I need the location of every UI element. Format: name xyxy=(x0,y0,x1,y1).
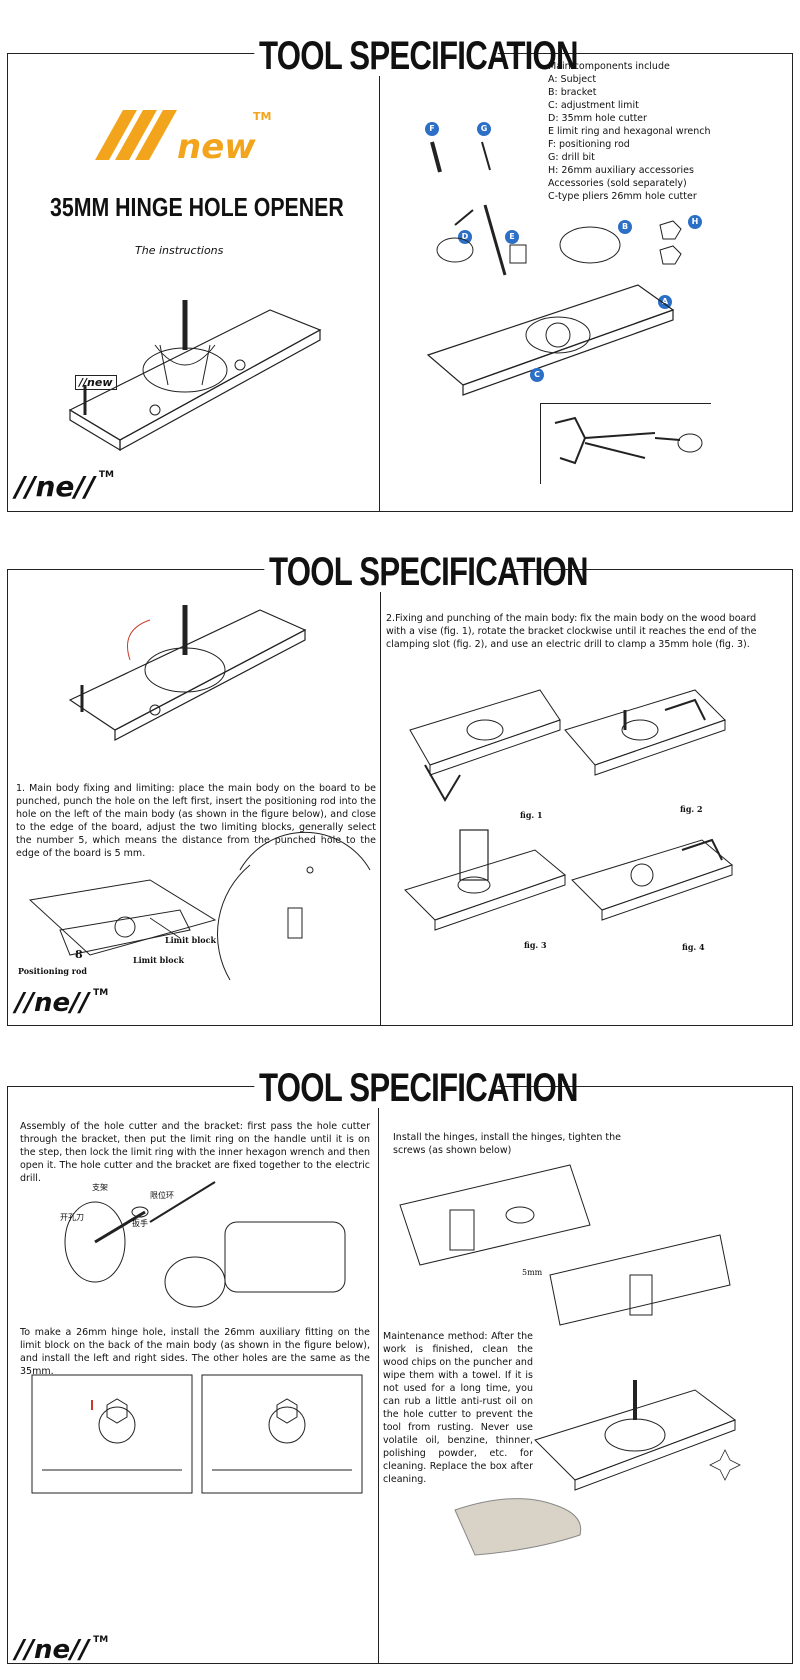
assembly-illustration xyxy=(64,1181,346,1308)
brand-mark: //ne// xyxy=(15,988,90,1018)
board-illustration xyxy=(28,879,217,956)
pliers-illustration xyxy=(554,416,703,465)
callout-positioning-rod: Positioning rod xyxy=(18,966,87,976)
logo-tm: TM xyxy=(253,110,272,123)
part-label-g: G xyxy=(477,122,491,136)
step2-text: 2.Fixing and punching of the main body: … xyxy=(386,613,757,650)
part-label-b: B xyxy=(618,220,632,234)
detail-circle-illustration xyxy=(217,831,371,981)
section-title: TOOL SPECIFICATION xyxy=(264,552,589,592)
part-label-e: E xyxy=(505,230,519,244)
component-item: D: 35mm hole cutter xyxy=(548,113,647,124)
component-item: Accessories (sold separately) xyxy=(548,178,687,189)
rods-illustration xyxy=(430,141,491,173)
callout-limit-block: Limit block xyxy=(165,935,217,945)
hinge-install-illustration xyxy=(399,1164,731,1326)
cn-label: 支架 xyxy=(92,1183,108,1192)
fig1-illustration xyxy=(409,689,561,802)
part-label-c: C xyxy=(530,368,544,382)
brand-footer: //ne// TM xyxy=(15,1635,108,1665)
brand-footer: //ne// TM xyxy=(15,470,114,503)
hinge-26-text: To make a 26mm hinge hole, install the 2… xyxy=(20,1327,370,1377)
section-title: TOOL SPECIFICATION xyxy=(254,36,579,76)
main-body-illustration xyxy=(426,284,675,396)
component-item: E limit ring and hexagonal wrench xyxy=(548,126,711,137)
brand-logo: new TM xyxy=(95,105,271,167)
logo-wordmark: new xyxy=(177,127,256,167)
brand-tm: TM xyxy=(93,1635,109,1645)
step1-text: 1. Main body fixing and limiting: place … xyxy=(16,783,376,859)
limit-block-figures xyxy=(31,1374,363,1494)
product-title: 35MM HINGE HOLE OPENER xyxy=(50,192,344,222)
device-illustration xyxy=(68,300,322,452)
component-item: B: bracket xyxy=(548,87,597,98)
components-list: A: Subject B: bracket C: adjustment limi… xyxy=(548,73,711,203)
part-label-d: D xyxy=(458,230,472,244)
install-text: Install the hinges, install the hinges, … xyxy=(393,1132,621,1156)
cn-label: 开孔刀 xyxy=(60,1213,84,1222)
section-title: TOOL SPECIFICATION xyxy=(254,1068,579,1108)
parts-illustration xyxy=(436,204,682,276)
component-item: C: adjustment limit xyxy=(548,100,639,111)
component-item: C-type pliers 26mm hole cutter xyxy=(548,191,697,202)
fig3-label: fig. 3 xyxy=(524,940,547,950)
fig4-illustration xyxy=(571,838,734,921)
panel-divider xyxy=(378,1087,379,1663)
maintenance-text: Maintenance method: After the work is fi… xyxy=(383,1331,533,1485)
component-item: F: positioning rod xyxy=(548,139,630,150)
accessories-box xyxy=(540,403,711,484)
assembly-text: Assembly of the hole cutter and the brac… xyxy=(20,1121,370,1184)
brand-footer: //ne// TM xyxy=(15,988,108,1018)
part-label-h: H xyxy=(688,215,702,229)
components-heading: Main components include xyxy=(548,61,670,72)
component-item: A: Subject xyxy=(548,74,597,85)
brand-tm: TM xyxy=(98,470,114,480)
fig2-label: fig. 2 xyxy=(680,804,703,814)
component-item: H: 26mm auxiliary accessories xyxy=(548,165,694,176)
brand-mark: //ne// xyxy=(15,1635,90,1665)
panel-divider xyxy=(379,54,380,511)
fig4-label: fig. 4 xyxy=(682,942,705,952)
component-item: G: drill bit xyxy=(548,152,595,163)
brand-mark: //ne// xyxy=(15,470,95,503)
fig3-illustration xyxy=(404,829,567,931)
callout-number: 8 xyxy=(75,948,83,961)
towel-illustration xyxy=(454,1498,582,1556)
fig1-label: fig. 1 xyxy=(520,810,543,820)
logo-slashes xyxy=(95,110,177,160)
panel-divider xyxy=(380,570,381,1025)
rotation-illustration xyxy=(68,605,307,741)
part-label-a: A xyxy=(658,295,672,309)
instructions-label: The instructions xyxy=(135,244,224,257)
brand-tm: TM xyxy=(93,988,109,998)
dim-label: 5mm xyxy=(522,1268,543,1277)
device-logo: //new xyxy=(75,375,117,390)
callout-limit-block: Limit block xyxy=(133,955,185,965)
cn-label: 限位环 xyxy=(150,1191,174,1200)
fig2-illustration xyxy=(564,689,726,776)
part-label-f: F xyxy=(425,122,439,136)
cleaning-illustration xyxy=(534,1380,741,1491)
cn-label: 扳手 xyxy=(132,1219,148,1228)
